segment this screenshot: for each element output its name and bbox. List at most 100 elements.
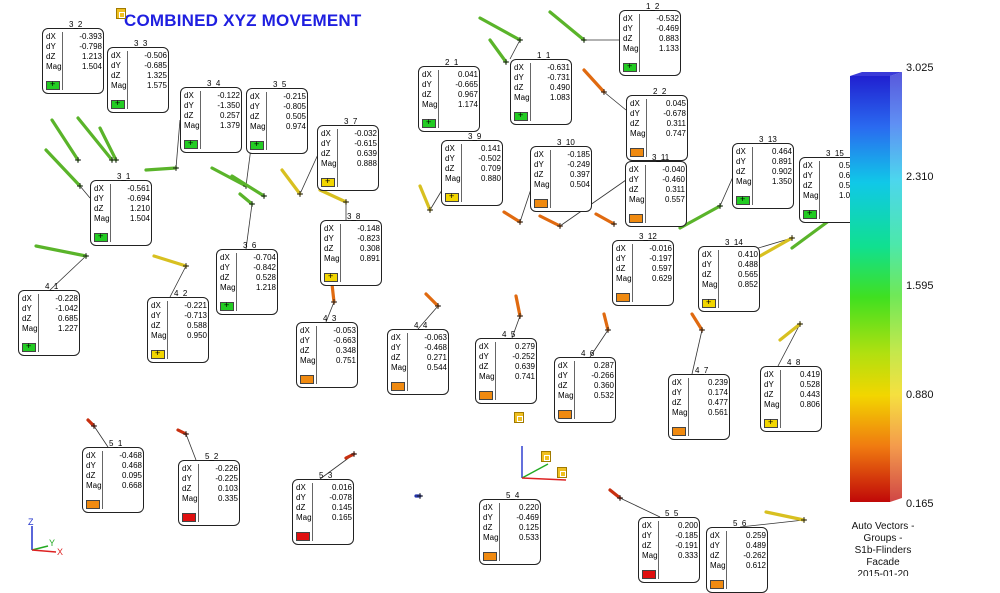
row-label: Mag: [764, 400, 780, 409]
dx-value: -0.631: [547, 63, 570, 72]
row-label: dX: [300, 326, 310, 335]
dz-value: 0.883: [658, 34, 679, 43]
legend-line: Auto Vectors -: [851, 521, 915, 532]
dx-value: 0.259: [745, 531, 766, 540]
page-title: COMBINED XYZ MOVEMENT: [124, 11, 362, 30]
dy-value: -0.615: [354, 139, 377, 148]
dy-value: -1.042: [55, 304, 78, 313]
target-marker: [297, 191, 303, 197]
panel-id: 4_8: [787, 358, 801, 367]
dx-value: -0.532: [656, 14, 679, 23]
row-label: dY: [616, 254, 626, 263]
dx-value: 0.041: [457, 70, 478, 79]
mag-value: 0.333: [677, 551, 698, 560]
panel-id: 3_13: [759, 135, 777, 144]
row-label: Mag: [391, 363, 407, 372]
mag-value: 0.561: [707, 408, 728, 417]
target-marker: [351, 451, 357, 457]
dx-value: -0.561: [127, 184, 150, 193]
dz-value: 0.902: [771, 167, 792, 176]
magnitude-swatch: [803, 208, 817, 219]
row-label: dY: [702, 260, 712, 269]
row-label: dY: [736, 157, 746, 166]
row-label: dX: [764, 370, 774, 379]
row-label: dX: [86, 451, 96, 460]
mag-value: 0.544: [426, 363, 447, 372]
row-label: dZ: [445, 164, 455, 173]
lock-icon: [557, 467, 567, 478]
dy-value: 0.489: [745, 541, 766, 550]
dy-value: -0.249: [567, 160, 590, 169]
dx-value: -0.704: [253, 253, 276, 262]
row-label: dZ: [94, 204, 104, 213]
panel-id: 3_5: [273, 80, 287, 89]
row-label: dZ: [514, 83, 524, 92]
magnitude-swatch: [86, 500, 100, 509]
panel-id: 4_5: [502, 330, 516, 339]
dy-value: -0.798: [79, 42, 102, 51]
origin-axis: [521, 463, 549, 479]
axis-x-label: X: [57, 547, 63, 557]
movement-vector: [594, 212, 616, 226]
magnitude-swatch: [558, 410, 572, 419]
dy-value: 0.488: [737, 260, 758, 269]
dx-value: -0.063: [424, 333, 447, 342]
row-label: dX: [479, 342, 489, 351]
magnitude-swatch: [324, 271, 338, 282]
row-label: dZ: [672, 398, 682, 407]
target-marker: [91, 423, 97, 429]
mag-value: 1.504: [81, 62, 102, 71]
leader-line: [559, 179, 627, 227]
row-label: dY: [514, 73, 524, 82]
dx-value: 0.016: [331, 483, 352, 492]
mag-value: 0.532: [593, 391, 614, 400]
mag-value: 0.335: [217, 494, 238, 503]
magnitude-swatch: [220, 300, 234, 311]
target-marker: [699, 327, 705, 333]
leader-line: [169, 265, 187, 298]
mag-value: 0.751: [335, 356, 356, 365]
row-label: dY: [184, 101, 194, 110]
mag-value: 1.379: [219, 121, 240, 130]
magnitude-swatch: [710, 580, 724, 589]
dz-value: 0.095: [121, 471, 142, 480]
movement-vector: [678, 204, 722, 230]
dx-value: -0.122: [217, 91, 240, 100]
dy-value: -1.350: [217, 101, 240, 110]
dy-value: -0.678: [663, 109, 686, 118]
scale-tick: 2.310: [906, 171, 934, 183]
mag-value: 0.747: [665, 129, 686, 138]
target-marker: [517, 219, 523, 225]
dx-value: -0.148: [357, 224, 380, 233]
row-label: dX: [324, 224, 334, 233]
legend-line: Groups -: [863, 533, 903, 544]
target-marker: [261, 193, 267, 199]
row-label: dY: [534, 160, 544, 169]
row-label: dZ: [702, 270, 712, 279]
magnitude-swatch: [445, 191, 459, 202]
movement-vector: [608, 488, 622, 500]
dz-value: 0.348: [335, 346, 356, 355]
target-marker: [717, 203, 723, 209]
magnitude-swatch: [623, 61, 637, 72]
row-label: dX: [736, 147, 746, 156]
dz-value: 0.397: [569, 170, 590, 179]
lock-icon: [514, 412, 524, 423]
row-label: dZ: [321, 149, 331, 158]
leader-line: [325, 301, 335, 323]
dz-value: 0.145: [331, 503, 352, 512]
target-marker: [557, 223, 563, 229]
row-label: dX: [629, 165, 639, 174]
row-label: dZ: [736, 167, 746, 176]
magnitude-swatch: [94, 231, 108, 242]
magnitude-swatch: [630, 148, 644, 157]
row-label: dX: [803, 161, 813, 170]
row-label: dZ: [764, 390, 774, 399]
row-label: Mag: [483, 533, 499, 542]
